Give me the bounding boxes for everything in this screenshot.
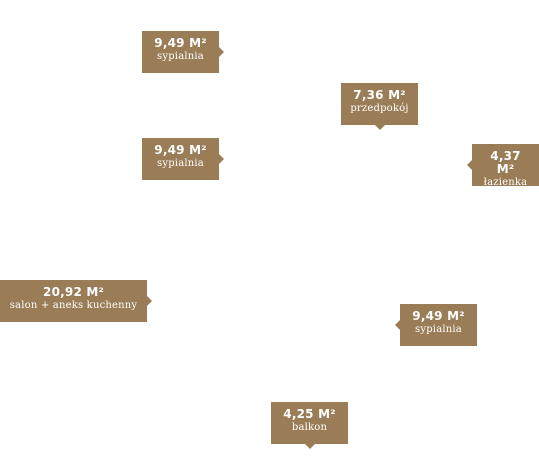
room-area: 4,25 M² (283, 407, 336, 421)
room-area: 7,36 M² (353, 88, 406, 102)
room-label-bathroom[interactable]: 4,37 M² łazienka (467, 144, 539, 188)
room-area: 9,49 M² (154, 143, 207, 157)
room-name: sypialnia (157, 158, 204, 169)
room-name: sypialnia (415, 324, 462, 335)
room-label-bedroom-1[interactable]: 9,49 M² sypialnia (142, 31, 224, 73)
room-area: 20,92 M² (43, 285, 104, 299)
room-name: przedpokój (350, 103, 409, 114)
room-label-bedroom-2[interactable]: 9,49 M² sypialnia (142, 138, 224, 180)
room-name: sypialnia (157, 51, 204, 62)
room-label-hallway[interactable]: 7,36 M² przedpokój (341, 83, 418, 130)
room-label-balcony[interactable]: 4,25 M² balkon (271, 402, 348, 449)
room-label-living-kitchen[interactable]: 20,92 M² salon + aneks kuchenny (0, 280, 152, 322)
room-area: 9,49 M² (154, 36, 207, 50)
room-name: balkon (291, 422, 328, 433)
room-label-bedroom-3[interactable]: 9,49 M² sypialnia (395, 304, 477, 346)
room-area: 4,37 M² (490, 149, 521, 176)
room-name: salon + aneks kuchenny (9, 300, 138, 311)
room-area: 9,49 M² (412, 309, 465, 323)
room-name: łazienka (483, 177, 528, 188)
